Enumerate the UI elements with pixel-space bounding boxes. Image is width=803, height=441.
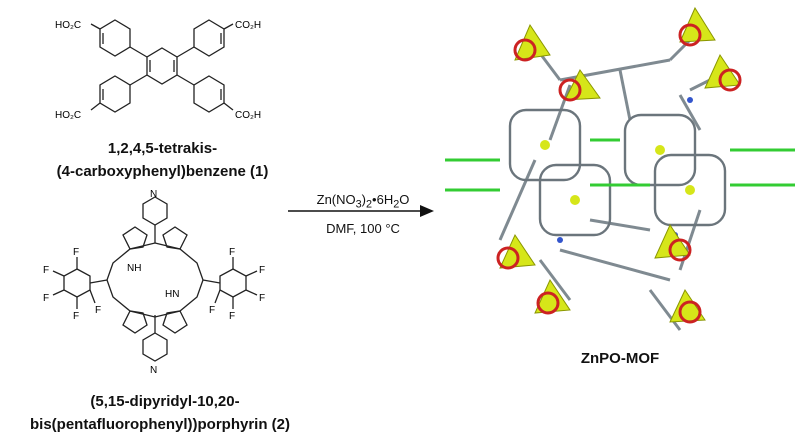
nitrogen-atom [557,237,563,243]
pyrrole-bottom-left [122,310,148,334]
zinc-polyhedron [678,6,716,47]
compound-2-structure: N N NH HN F F F F F F F F F F [43,189,265,376]
porphyrin-unit-lower-right [653,153,727,227]
reaction-reagent: Zn(NO3)2•6H2O [316,192,410,211]
pentafluorophenyl-right [219,268,247,298]
pentafluorophenyl-left [63,268,91,298]
zinc-center [685,185,695,195]
porphyrin-unit-upper-left [508,108,582,182]
atom-f: F [229,311,235,322]
atom-f: F [43,265,49,276]
atom-f: F [259,265,265,276]
atom-n-bottom: N [150,365,157,376]
acid-group-bottom-left: HO₂C [55,110,81,121]
reaction-arrow [288,205,434,217]
zinc-center [540,140,550,150]
zinc-center [655,145,665,155]
pyrrole-top-right [162,226,188,250]
zinc-polyhedron [558,69,601,102]
atom-f: F [43,293,49,304]
zinc-polyhedron [669,288,706,324]
compound-2-name-line1: (5,15-dipyridyl-10,20- [90,393,240,410]
acid-group-top-left: HO₂C [55,20,81,31]
acid-group-bottom-right: CO₂H [235,110,261,121]
atom-f: F [229,247,235,258]
zinc-polyhedron [704,53,742,92]
mof-crystal-structure [445,6,795,331]
zinc-polyhedron [496,233,536,270]
zinc-center [570,195,580,205]
compound-2-name-line2: bis(pentafluorophenyl))porphyrin (2) [30,416,290,433]
atom-f: F [259,293,265,304]
zinc-polyhedron [534,278,571,315]
pyridine-ring-bottom [142,332,168,362]
porphyrin-macrocycle [106,242,204,318]
phenyl-ring-top-left [99,19,131,57]
reaction-conditions: DMF, 100 °C [326,221,400,236]
pyrrole-top-left [122,226,148,250]
atom-n-top: N [150,189,157,200]
pyridine-ring-top [142,196,168,226]
phenyl-ring-top-right [193,19,225,57]
atom-f: F [209,305,215,316]
atom-f: F [73,247,79,258]
compound-1-name-line1: 1,2,4,5-tetrakis- [107,140,218,157]
pyrrole-bottom-right [162,310,188,334]
central-benzene-ring [146,47,178,85]
zinc-polyhedron [654,223,692,262]
atom-f: F [73,311,79,322]
atom-hn: HN [165,289,179,300]
zinc-polyhedron [513,23,551,62]
compound-1-name-line2: (4-carboxyphenyl)benzene (1) [56,163,269,180]
acid-group-top-right: CO₂H [235,20,261,31]
phenyl-ring-bottom-right [193,75,225,113]
phenyl-ring-bottom-left [99,75,131,113]
product-label: ZnPO-MOF [580,350,660,367]
atom-nh: NH [127,263,141,274]
atom-f: F [95,305,101,316]
porphyrin-unit-upper-right [623,113,697,187]
porphyrin-unit-lower-left [538,163,612,237]
nitrogen-atom [687,97,693,103]
compound-1-structure: HO₂C CO₂H HO₂C CO₂H [55,19,261,121]
